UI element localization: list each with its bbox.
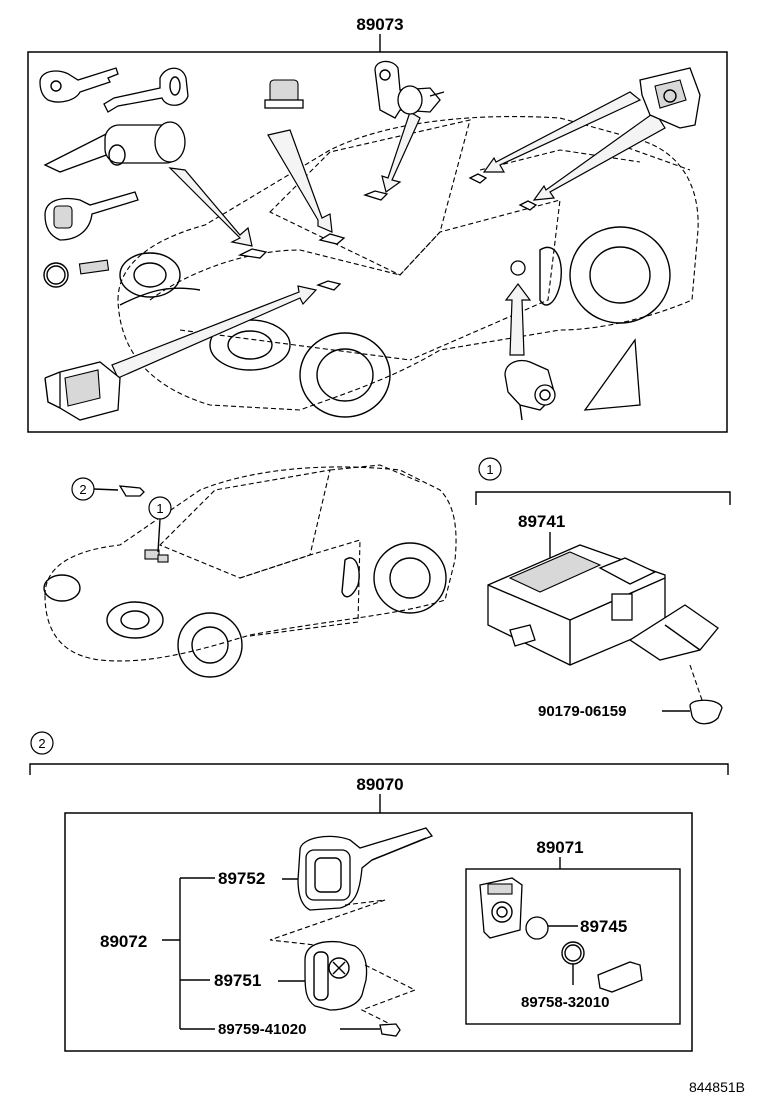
top-kit-parts [39, 60, 701, 421]
assembly-line-2 [360, 964, 417, 1025]
callout-circle-1-section [478, 457, 502, 481]
part-number-89745: 89745 [580, 917, 627, 936]
callout-circle-2-section [30, 731, 54, 755]
leader-clip-dashed [689, 664, 703, 701]
key-set-bracket [162, 877, 215, 1030]
oring-part [561, 941, 585, 965]
callout-2-leader [93, 488, 119, 491]
pointer-arrows [111, 91, 666, 379]
vehicle-illustration-middle [43, 464, 457, 678]
battery-part [525, 916, 549, 940]
bracket-section-2 [29, 763, 729, 775]
clip-part [689, 699, 723, 725]
diagram-code: 844851B [689, 1079, 745, 1095]
vehicle-illustration-top [117, 116, 699, 418]
callout-1-section-label: 1 [486, 462, 493, 477]
part-number-89752: 89752 [218, 869, 265, 888]
part-number-89072: 89072 [100, 932, 147, 951]
part-number-89759-41020: 89759-41020 [218, 1021, 306, 1038]
transponder-part [479, 877, 523, 939]
callout-1-leader [157, 518, 161, 553]
kit-frame-89071 [465, 868, 681, 1025]
part-number-89758-32010: 89758-32010 [521, 994, 609, 1011]
callout-2-label: 2 [79, 482, 86, 497]
key-cover-part [304, 940, 368, 1011]
callout-1-car-label: 1 [156, 501, 163, 516]
part-number-89073: 89073 [356, 15, 403, 34]
assembly-line-1 [269, 899, 386, 951]
callout-2-section-label: 2 [38, 736, 45, 751]
kit-frame-89073 [27, 51, 728, 433]
part-number-89070: 89070 [356, 775, 403, 794]
bracket-section-1 [475, 491, 731, 505]
screw-part [379, 1023, 401, 1037]
key-plate-part [597, 961, 643, 993]
ecu-module [487, 544, 719, 666]
key-blank-small [118, 485, 145, 497]
part-number-89751: 89751 [214, 971, 261, 990]
key-head-part [297, 827, 434, 911]
part-number-89071: 89071 [536, 838, 583, 857]
part-number-89741: 89741 [518, 512, 565, 531]
part-number-90179-06159: 90179-06159 [538, 703, 626, 720]
kit-frame-89070 [64, 812, 693, 1052]
